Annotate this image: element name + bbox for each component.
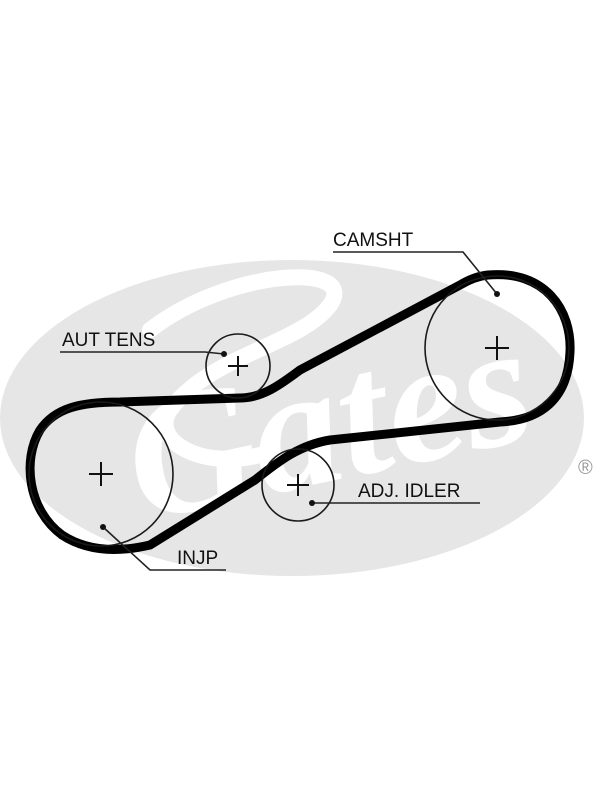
logo-ellipse (0, 260, 584, 576)
auto-tensioner-leader (60, 351, 227, 357)
logo-swoosh (142, 269, 343, 467)
adjustable-idler-pulley (261, 448, 335, 522)
camshaft-pulley (424, 275, 570, 421)
injection-pump-pulley (28, 401, 174, 547)
adjustable-idler-label: ADJ. IDLER (358, 481, 460, 502)
timing-belt (25, 270, 575, 554)
registered-mark: ® (578, 457, 593, 479)
camshaft-leader (333, 251, 500, 297)
camshaft-label: CAMSHT (333, 230, 414, 251)
auto-tensioner-label: AUT TENS (62, 330, 155, 351)
adjustable-idler-leader (309, 500, 480, 506)
injection-pump-leader (100, 524, 226, 571)
auto-tensioner-pulley (205, 333, 271, 399)
injection-pump-label: INJP (177, 548, 218, 569)
